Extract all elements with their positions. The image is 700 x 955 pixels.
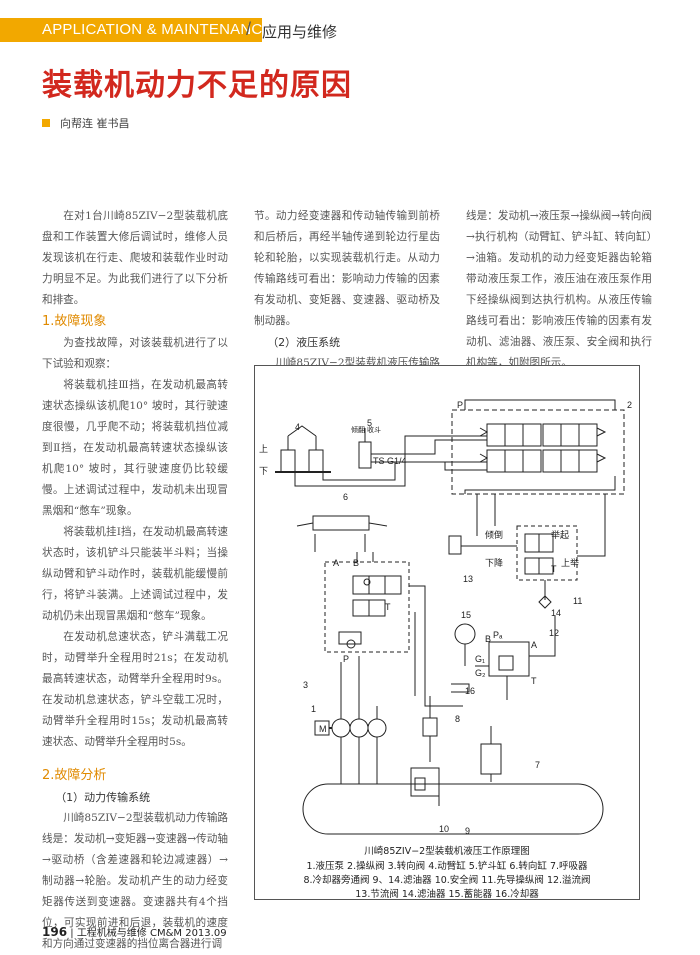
article-authors: 向帮连 崔书昌 xyxy=(60,117,130,130)
heading-fault-analysis: 2.故障分析 xyxy=(42,768,107,783)
column-2: 节。动力经变速器和传动轴传输到前桥和后桥后，再经半轴传递到轮边行星齿轮和轮胎，以… xyxy=(254,206,440,374)
label-T: T xyxy=(385,602,391,612)
intro-paragraph: 在对1台川崎85ZIV−2型装载机底盘和工作装置大修后调试时，维修人员发现该机在… xyxy=(42,210,228,306)
steering-valve-box xyxy=(324,561,410,653)
paragraph: 将装载机挂Ⅰ挡，在发动机最高转速状态时，该机铲斗只能装半斗料；当操纵动臂和铲斗动… xyxy=(42,526,228,622)
label-raise: 上举 xyxy=(561,557,579,568)
label-M: M xyxy=(319,724,327,734)
label-3: 3 xyxy=(303,680,308,690)
label-Pa: Pₐ xyxy=(493,630,503,640)
section-separator: / xyxy=(246,19,252,39)
label-B2: B xyxy=(485,634,491,644)
label-16: 16 xyxy=(465,686,475,696)
heading-fault-symptom: 1.故障现象 xyxy=(42,314,107,329)
label-G1: G₁ xyxy=(475,654,485,664)
label-tilt: 倾倒 xyxy=(485,529,503,540)
label-G2: G₂ xyxy=(475,668,486,678)
column-3: 线是：发动机→液压泵→操纵阀→转向阀→执行机构（动臂缸、铲斗缸、转向缸）→油箱。… xyxy=(466,206,652,374)
valve-section xyxy=(560,423,580,447)
paragraph: 将装载机挂Ⅲ挡，在发动机最高转速状态操纵该机爬10° 坡时，其行驶速度很慢，几乎… xyxy=(42,379,228,517)
valve-section xyxy=(578,449,598,473)
figure-legend-line-2: 8.冷却器旁通阀 9、14.滤油器 10.安全阀 11.先导操纵阀 12.溢流阀 xyxy=(303,875,591,886)
label-14: 14 xyxy=(551,608,561,618)
column-1: 在对1台川崎85ZIV−2型装载机底盘和工作装置大修后调试时，维修人员发现该机在… xyxy=(42,206,228,955)
figure-legend-line-1: 1.液压泵 2.操纵阀 3.转向阀 4.动臂缸 5.铲斗缸 6.转向缸 7.呼吸… xyxy=(306,861,588,872)
valve-section xyxy=(542,423,562,447)
valve-section xyxy=(522,423,542,447)
valve-section xyxy=(486,423,506,447)
figure-legend-line-3: 13.节流阀 14.滤油器 15.蓄能器 16.冷却器 xyxy=(355,889,539,900)
magazine-name: 工程机械与维修 CM&M 2013.09 xyxy=(76,928,227,939)
label-13: 13 xyxy=(463,574,473,584)
paragraph: 节。动力经变速器和传动轴传输到前桥和后桥后，再经半轴传递到轮边行星齿轮和轮胎，以… xyxy=(254,210,440,327)
pilot-valve-box xyxy=(516,525,578,581)
label-4: 4 xyxy=(295,422,300,432)
label-B: B xyxy=(353,558,359,568)
label-15: 15 xyxy=(461,610,471,620)
subheading-power-system: （1）动力传输系统 xyxy=(55,791,151,804)
label-lower: 下降 xyxy=(485,557,503,568)
section-label-en: APPLICATION & MAINTENANCE xyxy=(42,21,273,38)
valve-section xyxy=(522,449,542,473)
paragraph: 川崎85ZIV−2型装载机动力传输路线是：发动机→变矩器→变速器→传动轴→驱动桥… xyxy=(42,812,229,950)
label-lift: 举起 xyxy=(551,529,569,540)
label-A: A xyxy=(333,558,339,568)
pump-3 xyxy=(367,718,387,738)
label-A2: A xyxy=(531,640,537,650)
paragraph: 线是：发动机→液压泵→操纵阀→转向阀→执行机构（动臂缸、铲斗缸、转向缸）→油箱。… xyxy=(466,210,652,369)
label-9: 9 xyxy=(465,826,470,836)
pump-1 xyxy=(331,718,351,738)
boom-cylinder xyxy=(280,449,296,473)
relief-valve xyxy=(488,641,530,677)
section-banner xyxy=(0,18,262,42)
label-11: 11 xyxy=(573,596,582,606)
valve-section xyxy=(560,449,580,473)
boom-cylinder xyxy=(308,449,324,473)
label-ts: TS G1/4 xyxy=(373,456,407,466)
tank-filter xyxy=(410,767,440,797)
paragraph: 在发动机怠速状态，铲斗满载工况时，动臂举升全程用时21s；在发动机最高转速状态，… xyxy=(42,631,228,748)
pump-2 xyxy=(349,718,369,738)
subheading-hydraulic-system: （2）液压系统 xyxy=(267,336,341,349)
author-marker xyxy=(42,119,50,127)
steering-cylinder xyxy=(312,515,370,531)
footer-separator: | xyxy=(70,928,77,939)
hydraulic-schematic-figure: 2 4 5 6 3 1 7 8 10 9 13 14 15 11 12 16 P… xyxy=(254,365,640,900)
valve-section xyxy=(542,449,562,473)
label-6: 6 xyxy=(343,492,348,502)
label-8: 8 xyxy=(455,714,460,724)
label-T2: T xyxy=(531,676,537,686)
figure-caption-title: 川崎85ZIV−2型装载机液压工作原理图 xyxy=(364,846,530,857)
hydraulic-tank xyxy=(302,783,604,835)
article-title: 装载机动力不足的原因 xyxy=(42,68,352,103)
page-footer: 196 | 工程机械与维修 CM&M 2013.09 xyxy=(42,924,227,939)
accumulator xyxy=(454,623,476,645)
paragraph: 为查找故障，对该装载机进行了以下试验和观察： xyxy=(42,337,228,370)
valve-section xyxy=(504,449,524,473)
label-down: 下 xyxy=(259,466,268,476)
page-number: 196 xyxy=(42,925,68,939)
valve-section xyxy=(578,423,598,447)
control-valve-box xyxy=(451,409,625,495)
filter-14 xyxy=(538,595,552,609)
label-12: 12 xyxy=(549,628,559,638)
section-label-cn: 应用与维修 xyxy=(262,23,338,41)
label-tilt-text: 倾翻 收斗 xyxy=(351,425,381,434)
throttle-valve xyxy=(448,535,462,555)
bypass-valve xyxy=(422,717,438,737)
label-5: 5 xyxy=(367,418,372,428)
breather xyxy=(480,743,502,775)
label-T3: T xyxy=(551,564,557,574)
label-2: 2 xyxy=(627,400,632,410)
label-10: 10 xyxy=(439,824,449,834)
label-P: P xyxy=(457,400,463,410)
label-up: 上 xyxy=(259,444,268,454)
label-1: 1 xyxy=(311,704,316,714)
hydraulic-schematic: 2 4 5 6 3 1 7 8 10 9 13 14 15 11 12 16 P… xyxy=(259,399,632,836)
valve-section xyxy=(486,449,506,473)
label-7: 7 xyxy=(535,760,540,770)
valve-section xyxy=(504,423,524,447)
bucket-cylinder xyxy=(358,441,372,469)
label-P2: P xyxy=(343,654,349,664)
